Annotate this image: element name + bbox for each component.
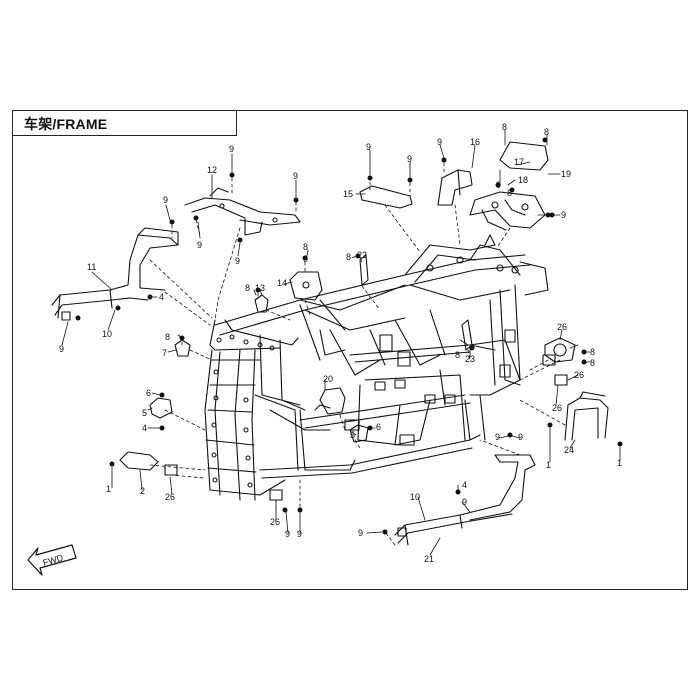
callout-2: 2 <box>140 486 145 496</box>
callout-9: 9 <box>59 344 64 354</box>
callout-9: 9 <box>437 137 442 147</box>
callout-21: 21 <box>424 554 434 564</box>
callout-4: 4 <box>159 292 164 302</box>
callout-26: 26 <box>574 370 584 380</box>
callout-26: 26 <box>552 403 562 413</box>
callout-26: 26 <box>270 517 280 527</box>
callout-5: 5 <box>142 408 147 418</box>
callout-12: 12 <box>207 165 217 175</box>
callout-6: 6 <box>376 422 381 432</box>
callout-1: 1 <box>617 458 622 468</box>
callout-10: 10 <box>102 329 112 339</box>
callout-19: 19 <box>561 169 571 179</box>
part-24-round-mount <box>544 337 576 363</box>
callout-4: 4 <box>142 423 147 433</box>
callout-5: 5 <box>350 430 355 440</box>
callout-9: 9 <box>366 142 371 152</box>
part-13-clip <box>254 294 269 313</box>
callout-22: 23 <box>465 354 475 364</box>
callout-26: 26 <box>165 492 175 502</box>
part-23-rear-hoop <box>564 391 609 441</box>
title-box <box>12 110 237 136</box>
callout-22: 22 <box>357 250 367 260</box>
fwd-label: FWD <box>42 553 65 568</box>
part-15-flat-bracket <box>359 185 413 209</box>
callout-14: 14 <box>277 278 287 288</box>
part-7-clip <box>174 339 191 357</box>
callout-9: 9 <box>293 171 298 181</box>
callout-8: 8 <box>245 283 250 293</box>
diagram-border <box>12 110 688 590</box>
callout-9: 9 <box>496 180 501 190</box>
part-21-footrest-bar <box>394 454 536 546</box>
callout-9: 9 <box>303 254 308 264</box>
callout-18: 18 <box>518 175 528 185</box>
callout-9: 9 <box>358 528 363 538</box>
callout-9: 9 <box>229 144 234 154</box>
callout-9: 9 <box>495 432 500 442</box>
callout-15: 15 <box>343 189 353 199</box>
part-5-6-clamps <box>149 397 369 443</box>
callout-numbers: 9 9 12 9 9 9 11 9 10 4 9 9 15 9 16 8 8 1… <box>59 122 622 564</box>
callout-8: 8 <box>544 127 549 137</box>
callout-9: 9 <box>163 195 168 205</box>
callout-8: 9 <box>462 497 467 507</box>
callout-10: 10 <box>410 492 420 502</box>
callout-8: 8 <box>507 188 512 198</box>
part-22-strap <box>359 254 473 351</box>
callout-11: 11 <box>87 262 96 272</box>
leader-lines <box>61 129 621 556</box>
callout-9: 9 <box>561 210 566 220</box>
part-11-footrest-bracket <box>51 227 179 321</box>
part-20-bracket <box>314 387 346 415</box>
callout-9: 9 <box>235 256 240 266</box>
callout-16: 16 <box>470 137 480 147</box>
callout-7: 7 <box>162 348 167 358</box>
callout-8: 8 <box>455 350 460 360</box>
fwd-arrow-icon <box>27 544 77 576</box>
callout-9: 9 <box>407 154 412 164</box>
page-title: 车架/FRAME <box>24 116 108 132</box>
callout-9: 9 <box>197 240 202 250</box>
callout-8: 8 <box>303 242 308 252</box>
callout-9: 9 <box>285 529 290 539</box>
callout-9: 9 <box>518 432 523 442</box>
part-17-19-rear-mount <box>469 141 549 231</box>
callout-8: 8 <box>165 332 170 342</box>
callout-8: 8 <box>590 358 595 368</box>
part-14-bracket <box>289 271 323 301</box>
callout-17: 17 <box>514 157 524 167</box>
main-frame <box>204 234 549 501</box>
callout-4: 4 <box>462 480 467 490</box>
bolts <box>75 137 623 535</box>
callout-1: 1 <box>546 460 551 470</box>
callout-8: 8 <box>346 252 351 262</box>
callout-6: 6 <box>146 388 151 398</box>
part-12-upper-bracket <box>184 187 301 236</box>
callout-24: 26 <box>557 322 567 332</box>
callout-20: 20 <box>323 374 333 384</box>
callout-8: 8 <box>590 347 595 357</box>
callout-8: 8 <box>502 122 507 132</box>
callout-1: 1 <box>106 484 111 494</box>
callout-23: 24 <box>564 445 574 455</box>
part-16-rear-bracket <box>437 169 473 206</box>
callout-13: 13 <box>255 283 265 293</box>
callout-9: 9 <box>297 529 302 539</box>
part-2-bracket <box>119 451 159 471</box>
